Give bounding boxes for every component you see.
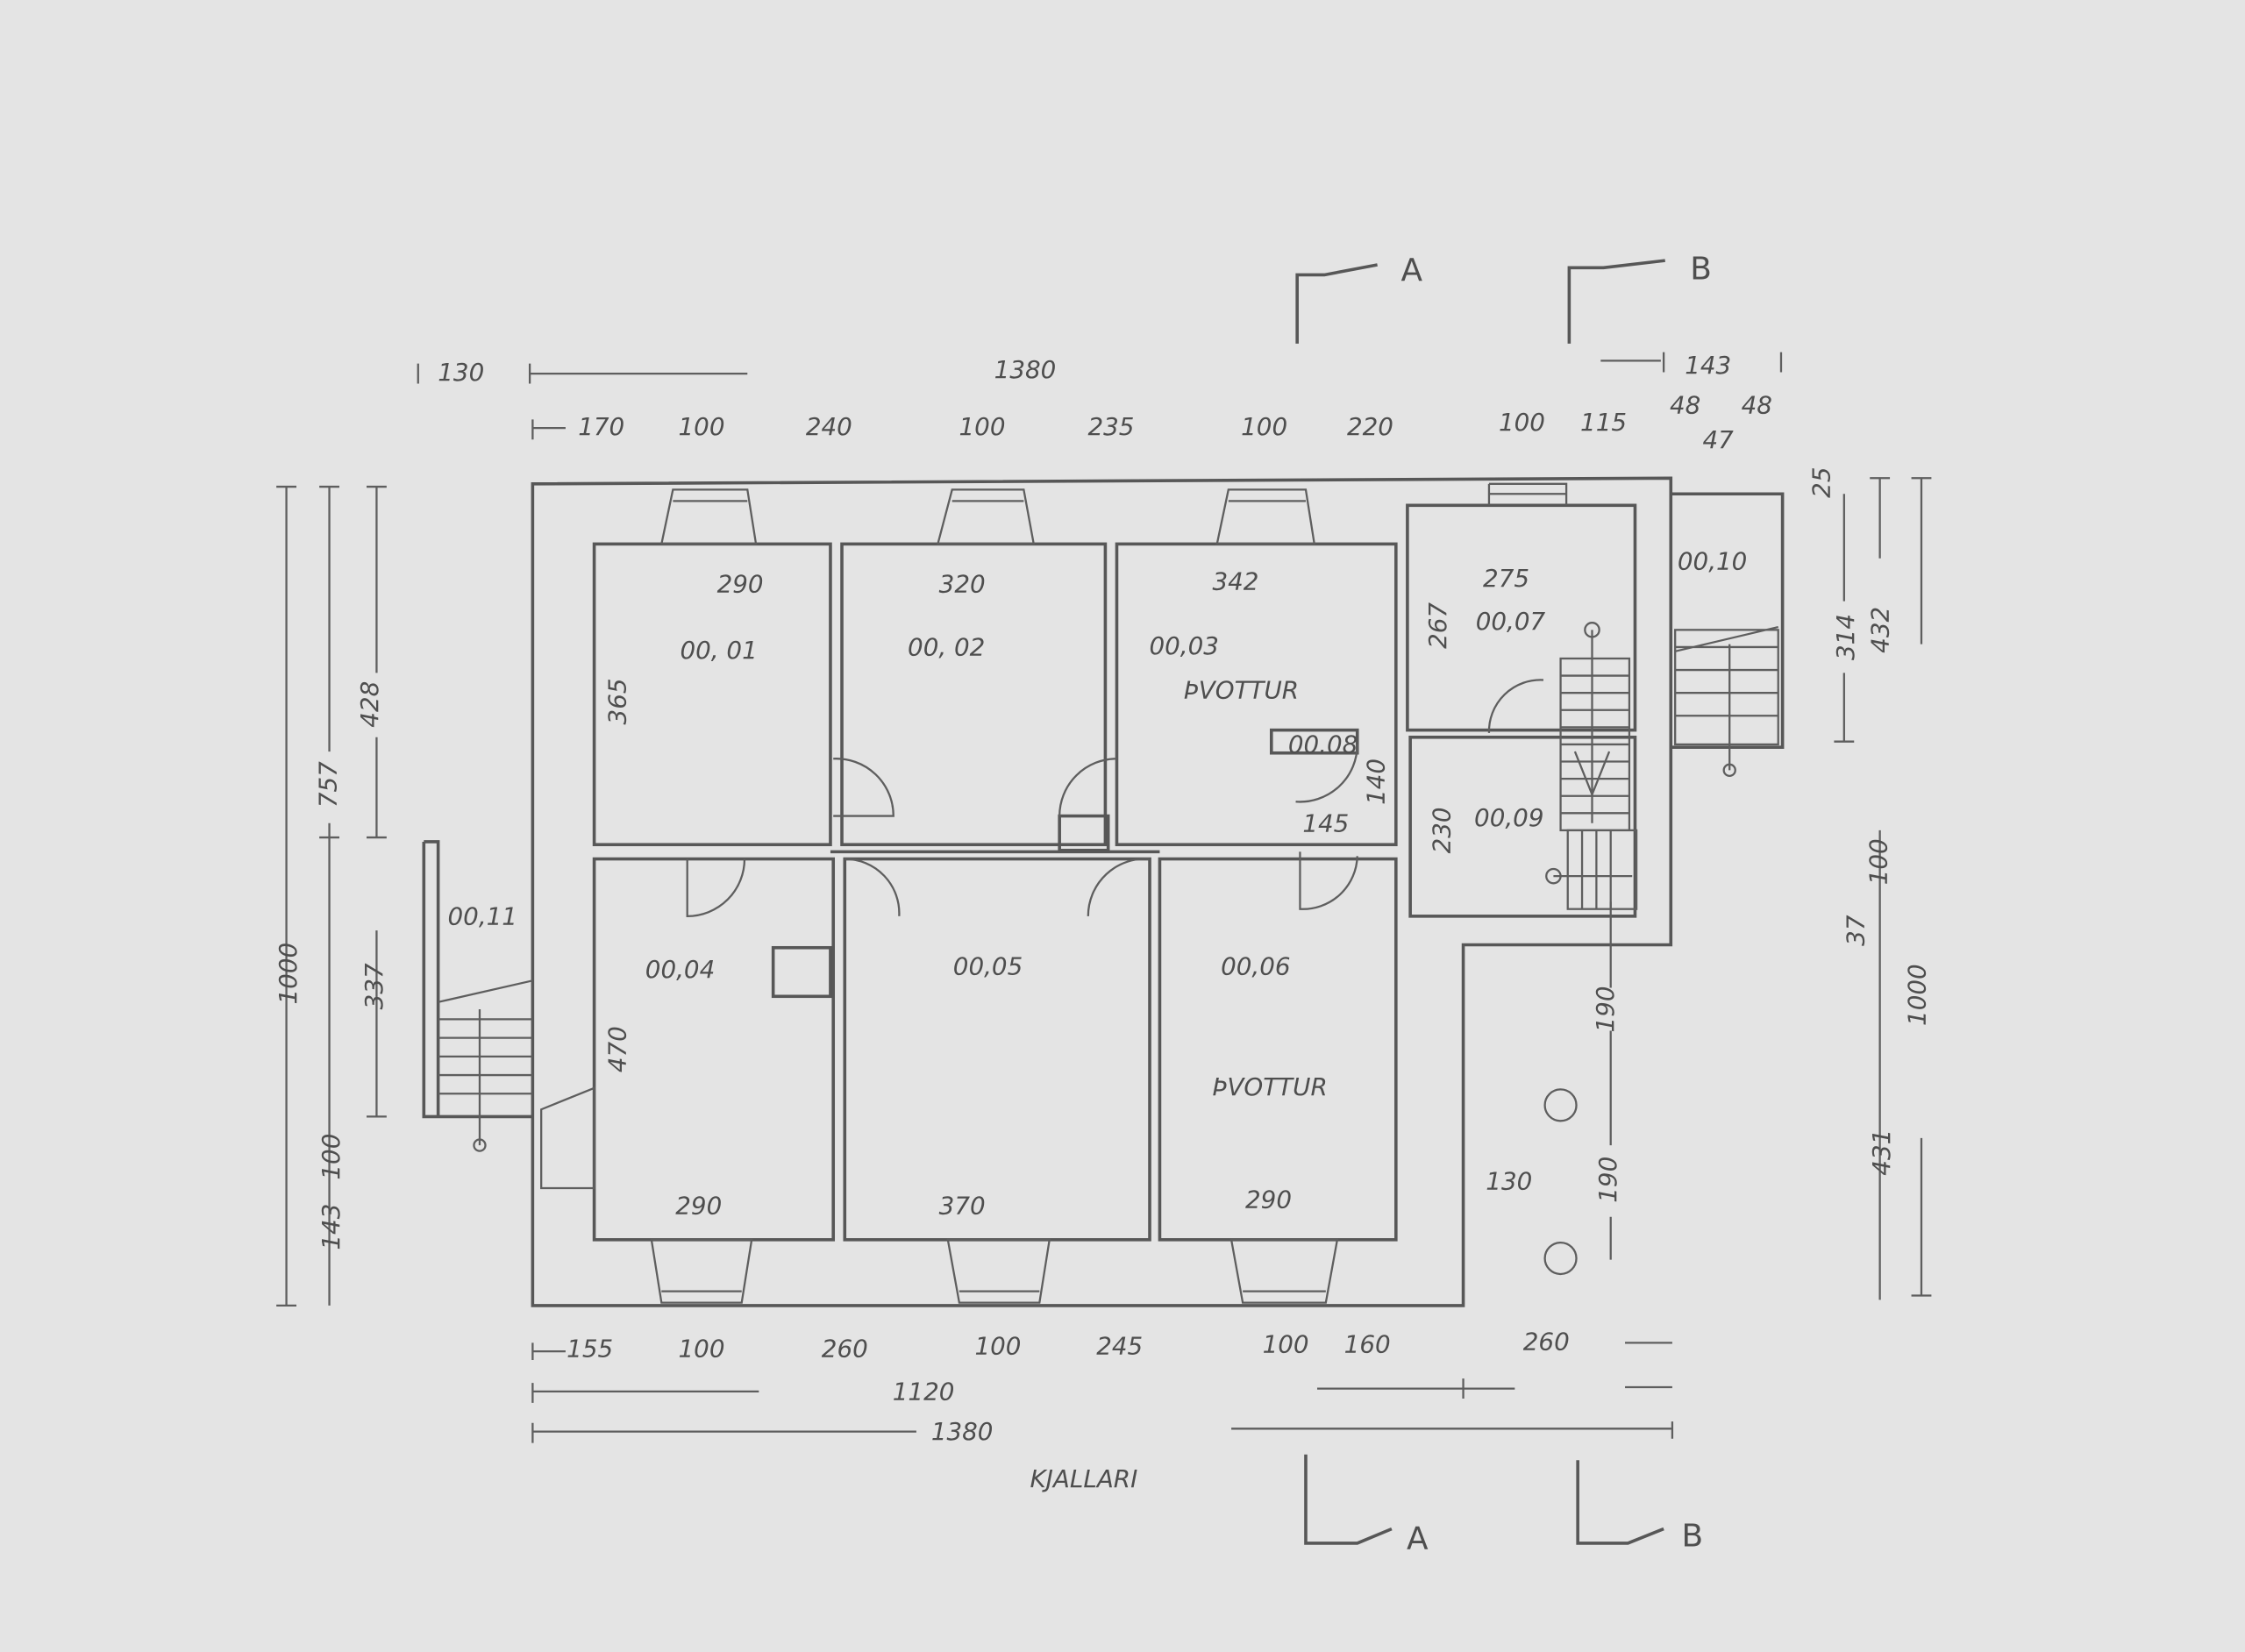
plan-title: KJALLARI	[1030, 1464, 1138, 1493]
dim: 235	[1087, 412, 1134, 441]
dim: 240	[806, 412, 852, 441]
section-a-top: A	[1400, 253, 1422, 288]
dim: 290	[675, 1191, 722, 1220]
room-00-07: 00,07	[1476, 607, 1546, 636]
dim: 100	[974, 1331, 1021, 1360]
dim: 370	[939, 1191, 986, 1220]
dim: 260	[1523, 1327, 1570, 1356]
room-00-03: 00,03	[1149, 631, 1218, 660]
room-00-08: 00.08	[1288, 730, 1358, 759]
dim: 245	[1096, 1331, 1143, 1360]
dim: 431	[1867, 1129, 1896, 1176]
room-00-10: 00,10	[1678, 547, 1747, 576]
dim: 320	[939, 570, 986, 599]
stairs	[438, 622, 1779, 1276]
dim: 143	[317, 1204, 346, 1250]
dim: 757	[314, 761, 343, 808]
dim: 267	[1423, 602, 1452, 649]
section-b-top: B	[1690, 252, 1712, 288]
dim: 290	[1245, 1186, 1292, 1214]
room-laundry-2: ÞVOTTUR	[1213, 1072, 1328, 1101]
dim: 342	[1212, 566, 1258, 595]
room-dimensions: 290 320 342 275 267 365 140 145 230 470 …	[602, 564, 1622, 1220]
dim: 260	[822, 1335, 868, 1364]
dim: 100	[679, 1335, 725, 1364]
top-dimensions: 130 1380 170 100 240 100 235 100 220 100…	[438, 351, 1772, 454]
dim: 115	[1580, 408, 1627, 437]
section-b-bottom: B	[1681, 1518, 1703, 1554]
right-dimensions: 25 314 432 100 37 1000 431	[1807, 467, 1931, 1176]
dim: 470	[602, 1026, 631, 1072]
dim: 143	[1685, 351, 1731, 380]
bottom-dimensions: 155 100 260 100 245 100 160 260 1120 138…	[567, 1327, 1570, 1493]
doors	[686, 679, 1544, 917]
dim: 220	[1347, 412, 1393, 441]
dim: 100	[317, 1134, 346, 1180]
dim: 100	[1499, 408, 1545, 437]
room-00-04: 00,04	[645, 955, 715, 984]
dim: 100	[679, 412, 725, 441]
room-laundry-1: ÞVOTTUR	[1184, 676, 1299, 705]
dim: 1380	[931, 1417, 994, 1446]
dim: 100	[1263, 1330, 1309, 1359]
section-markers: A B A B	[1295, 252, 1712, 1557]
dim: 100	[1241, 412, 1287, 441]
dim: 48	[1742, 391, 1772, 420]
room-00-05: 00,05	[953, 952, 1023, 981]
dim: 140	[1362, 758, 1391, 805]
windows	[540, 482, 1568, 1304]
dim: 48	[1670, 391, 1700, 420]
dim: 100	[959, 412, 1006, 441]
dim: 1380	[994, 355, 1057, 384]
room-00-06: 00,06	[1221, 952, 1290, 981]
dim: 1000	[1903, 964, 1932, 1026]
dim: 100	[1864, 838, 1893, 885]
room-00-09: 00,09	[1474, 803, 1543, 832]
dimension-lines	[276, 352, 1932, 1443]
left-dimensions: 1000 757 428 337 100 143	[274, 681, 388, 1250]
dim: 170	[578, 412, 624, 441]
dim: 190	[1591, 986, 1620, 1032]
dim: 275	[1483, 564, 1529, 593]
dim: 37	[1842, 915, 1871, 946]
dim: 145	[1302, 808, 1349, 837]
room-labels: 00, 01 00, 02 00,03 ÞVOTTUR 00,07 00,10 …	[448, 547, 1748, 1101]
dim: 160	[1344, 1330, 1391, 1359]
room-00-02: 00, 02	[908, 633, 985, 662]
section-a-bottom: A	[1407, 1521, 1429, 1557]
dim: 155	[567, 1335, 613, 1364]
dim: 1120	[893, 1378, 955, 1406]
dim: 337	[360, 963, 388, 1009]
dim: 365	[602, 678, 631, 724]
outer-walls	[422, 476, 1785, 1307]
dim: 130	[438, 358, 484, 387]
dim: 314	[1831, 614, 1860, 660]
dim: 432	[1865, 607, 1894, 653]
dim: 25	[1807, 467, 1835, 498]
dim: 47	[1702, 425, 1734, 454]
dim: 290	[717, 570, 764, 599]
dim: 130	[1486, 1167, 1532, 1196]
room-00-01: 00, 01	[680, 636, 757, 665]
dim: 428	[355, 681, 384, 728]
room-00-11: 00,11	[448, 901, 517, 930]
dim: 230	[1428, 807, 1457, 853]
dim: 1000	[274, 943, 303, 1005]
dim: 190	[1593, 1157, 1622, 1203]
